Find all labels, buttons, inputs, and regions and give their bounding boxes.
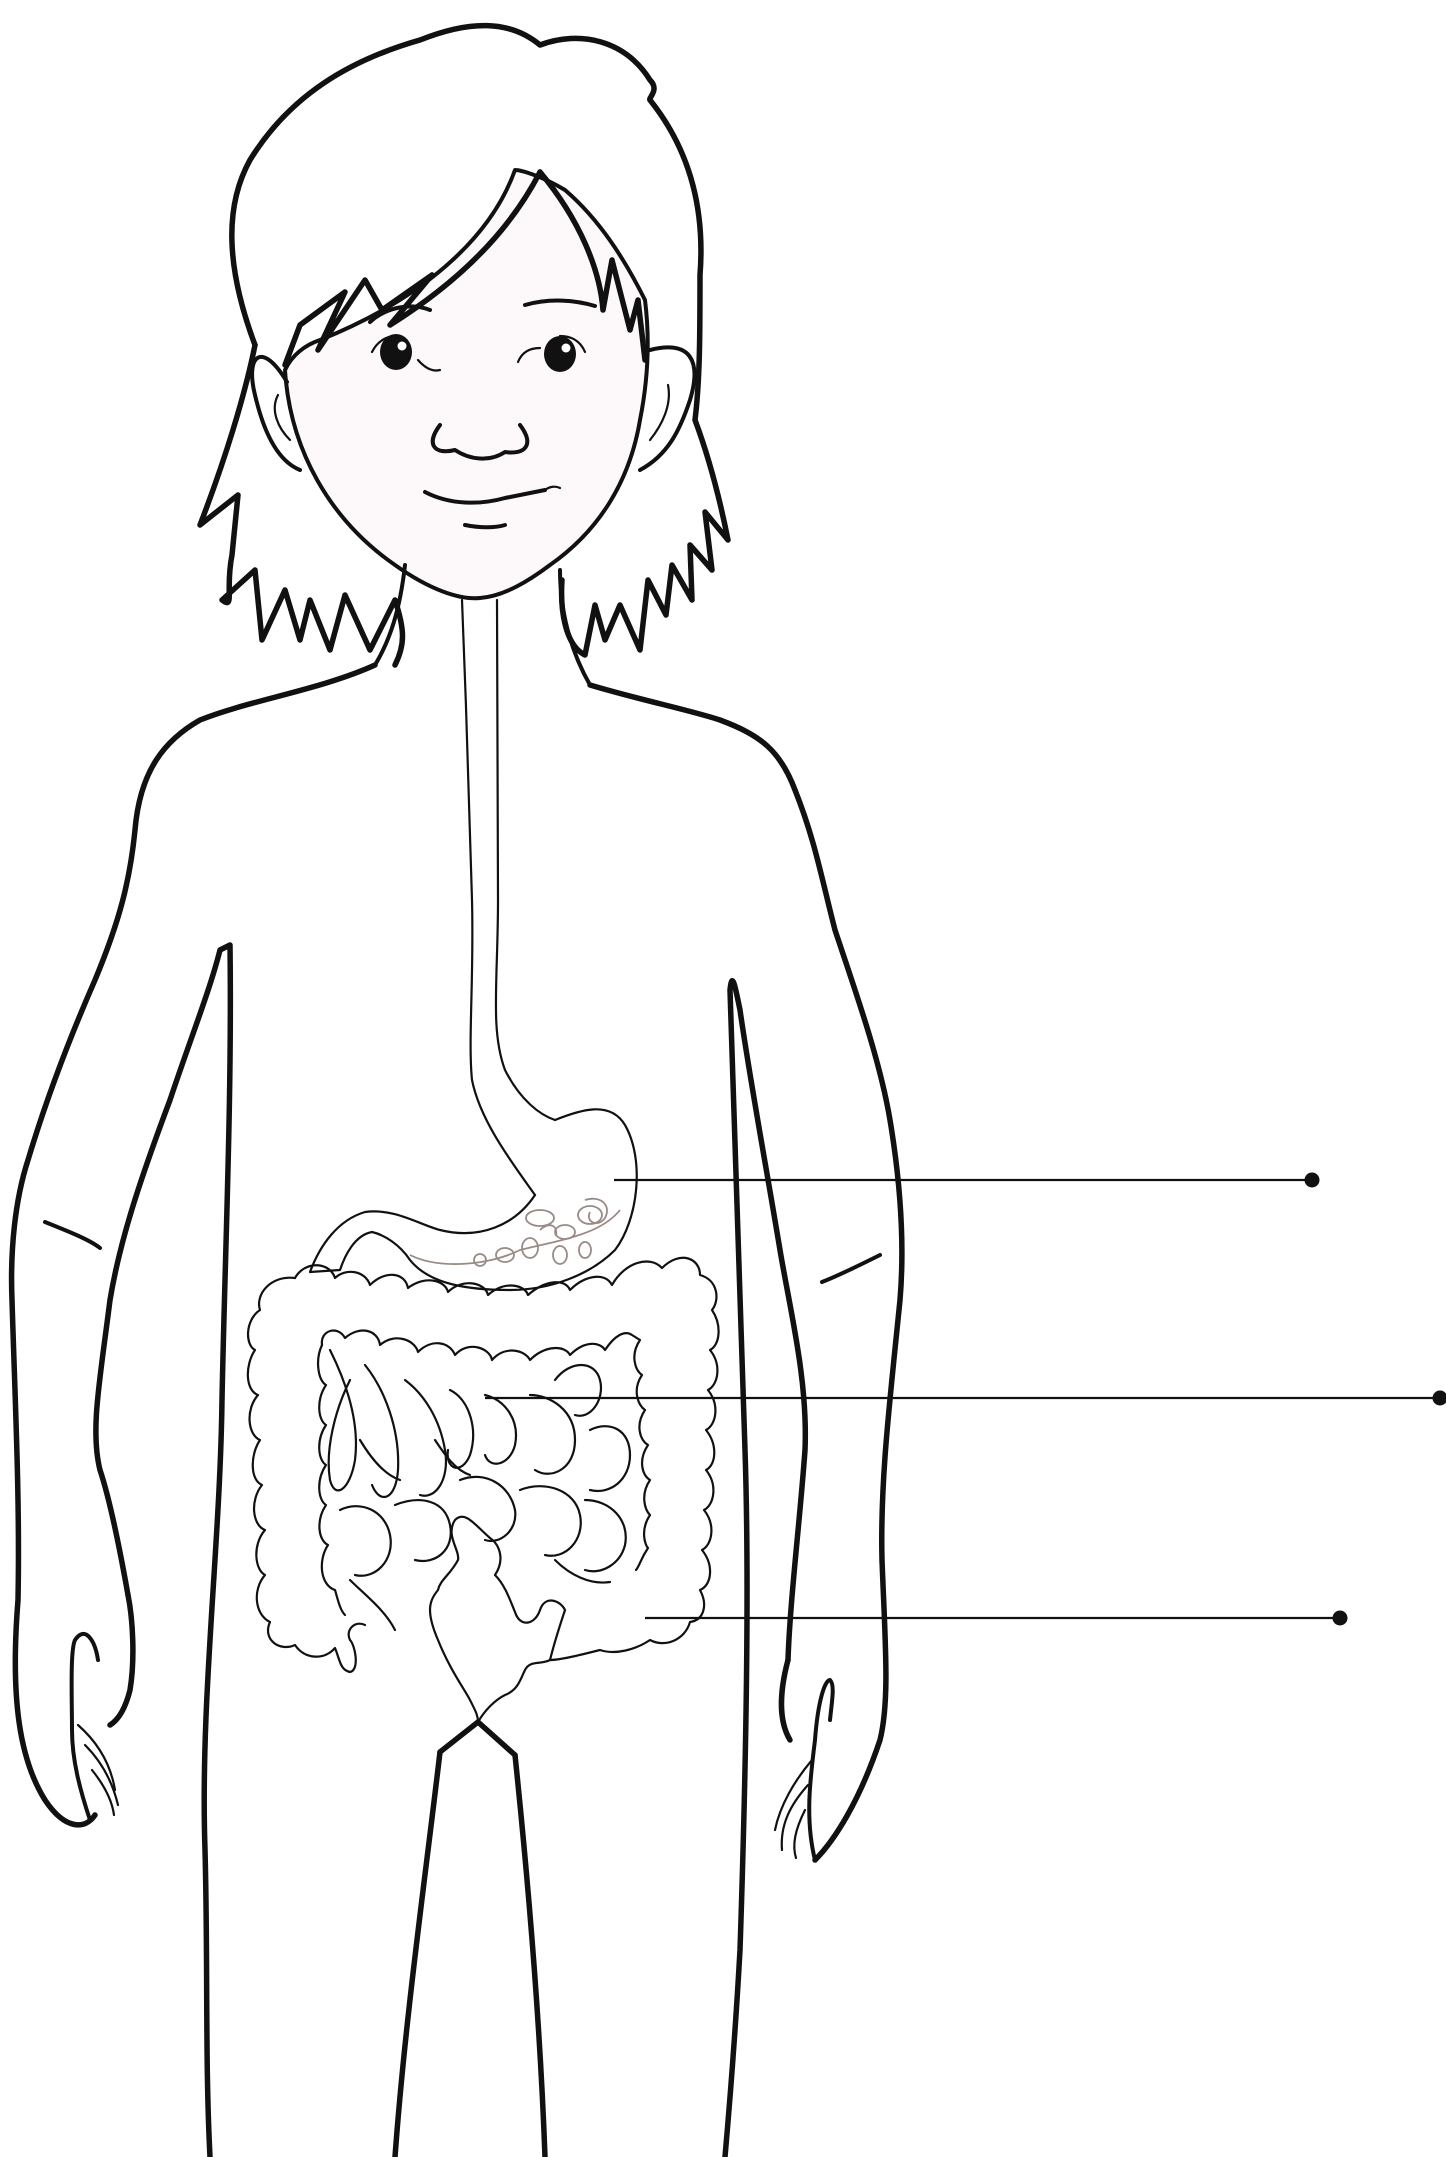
body-outline bbox=[12, 565, 902, 2157]
leader-small-intestine-dot bbox=[1433, 1391, 1446, 1406]
large-intestine bbox=[248, 1258, 719, 1722]
head bbox=[252, 170, 694, 598]
leader-stomach-dot bbox=[1305, 1173, 1320, 1188]
stomach bbox=[310, 1109, 637, 1290]
leader-large-intestine-dot bbox=[1333, 1611, 1348, 1626]
leader-large-intestine bbox=[645, 1611, 1348, 1626]
leader-stomach bbox=[614, 1173, 1320, 1188]
esophagus bbox=[462, 600, 555, 1195]
leader-small-intestine bbox=[485, 1391, 1446, 1406]
small-intestine bbox=[329, 1350, 630, 1630]
